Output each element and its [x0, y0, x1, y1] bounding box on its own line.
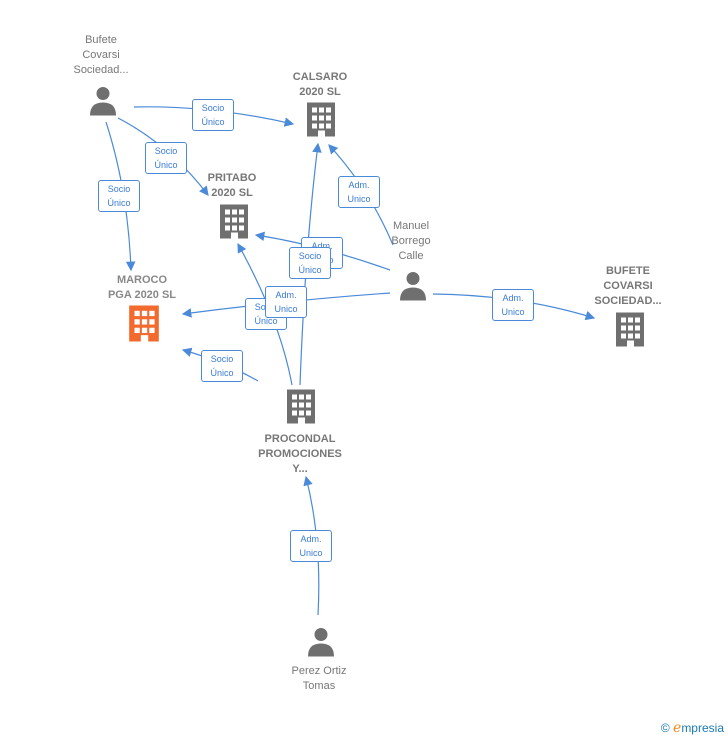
edge-label-socio-unico: Socio Único	[201, 350, 243, 382]
node-label-manuel-borrego[interactable]: Manuel Borrego Calle	[391, 220, 431, 262]
edge-label-adm-unico: Adm. Unico	[265, 286, 307, 318]
edge-label-adm-unico: Adm. Unico	[338, 176, 380, 208]
building-icon-focus[interactable]	[129, 305, 159, 347]
empresia-footer[interactable]: © empresia	[661, 720, 724, 736]
node-label-procondal[interactable]: PROCONDAL PROMOCIONES Y...	[258, 433, 342, 475]
node-label-bufete-covarsi[interactable]: Bufete Covarsi Sociedad...	[73, 34, 129, 76]
building-icon[interactable]	[307, 102, 335, 142]
edge-label-socio-unico: Socio Único	[145, 142, 187, 174]
edge-label-adm-unico: Adm. Unico	[290, 530, 332, 562]
person-icon[interactable]	[89, 86, 117, 121]
edge-label-socio-unico: Socio Único	[192, 99, 234, 131]
brand-name: mpresia	[681, 721, 724, 735]
edge-label-socio-unico: Socio Único	[98, 180, 140, 212]
building-icon[interactable]	[287, 389, 315, 429]
edge-label-adm-unico: Adm. Unico	[492, 289, 534, 321]
brand-initial: e	[673, 720, 682, 736]
building-icon[interactable]	[220, 204, 248, 244]
edge-label-socio-unico: Socio Único	[289, 247, 331, 279]
person-icon[interactable]	[399, 271, 427, 306]
node-label-pritabo[interactable]: PRITABO 2020 SL	[207, 172, 257, 199]
building-icon[interactable]	[616, 312, 644, 352]
node-label-bufete-covarsi-sociedad[interactable]: BUFETE COVARSI SOCIEDAD...	[594, 265, 662, 307]
node-label-maroco[interactable]: MAROCO PGA 2020 SL	[107, 274, 177, 301]
node-label-perez-ortiz[interactable]: Perez Ortiz Tomas	[291, 665, 347, 692]
node-label-calsaro[interactable]: CALSARO 2020 SL	[292, 71, 348, 98]
person-icon[interactable]	[307, 627, 335, 662]
copyright-symbol: ©	[660, 721, 670, 735]
